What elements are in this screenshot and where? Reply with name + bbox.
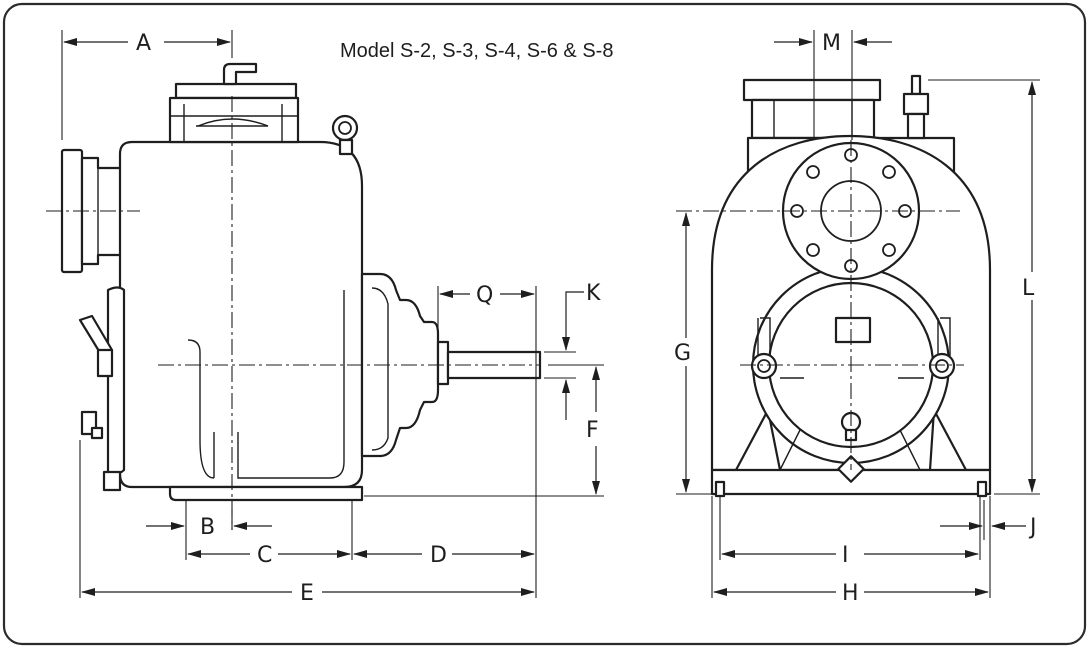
discharge-plate bbox=[174, 82, 298, 100]
dimension-q-label: Q bbox=[476, 283, 493, 308]
drain-plug-nut bbox=[90, 426, 104, 440]
discharge-flange-front bbox=[742, 78, 882, 102]
drawing-title: Model S-2, S-3, S-4, S-6 & S-8 bbox=[340, 40, 613, 62]
dimension-i-label: I bbox=[842, 543, 849, 568]
lifting-eye-base bbox=[338, 138, 354, 156]
discharge-pipe bbox=[222, 62, 258, 86]
side-view-dimensions: A B C D E F K bbox=[61, 30, 604, 606]
dimension-k-label: K bbox=[586, 281, 601, 306]
pump-front-view bbox=[676, 74, 992, 498]
base-bolt-left bbox=[102, 470, 122, 492]
dimension-m-label: M bbox=[822, 31, 841, 56]
dimension-h-label: H bbox=[842, 581, 859, 606]
air-valve-body bbox=[902, 92, 930, 116]
cover-clamp-knob bbox=[96, 348, 114, 378]
dimension-b-label: B bbox=[200, 515, 215, 540]
front-view-dimensions: M L G I H J bbox=[674, 30, 1040, 606]
air-valve-base bbox=[906, 112, 926, 140]
check-valve-body bbox=[168, 96, 300, 144]
discharge-housing-front bbox=[750, 98, 876, 140]
nameplate bbox=[834, 316, 872, 344]
dimension-a-label: A bbox=[136, 31, 151, 56]
dimension-e-label: E bbox=[300, 581, 314, 606]
dimension-l-label: L bbox=[1022, 276, 1035, 301]
bearing-frame bbox=[360, 272, 440, 458]
air-valve-stem bbox=[910, 74, 922, 96]
dimension-j-label: J bbox=[1028, 515, 1037, 540]
cover-plate bbox=[106, 286, 126, 475]
dimension-d-label: D bbox=[430, 543, 447, 568]
shaft-seal-housing bbox=[436, 340, 450, 386]
dimension-g-label: G bbox=[674, 341, 691, 366]
pump-casing bbox=[118, 140, 364, 489]
base-foot bbox=[168, 485, 364, 502]
dimension-c-label: C bbox=[257, 543, 272, 568]
pump-side-view bbox=[46, 62, 542, 530]
dimension-f-label: F bbox=[586, 418, 599, 443]
